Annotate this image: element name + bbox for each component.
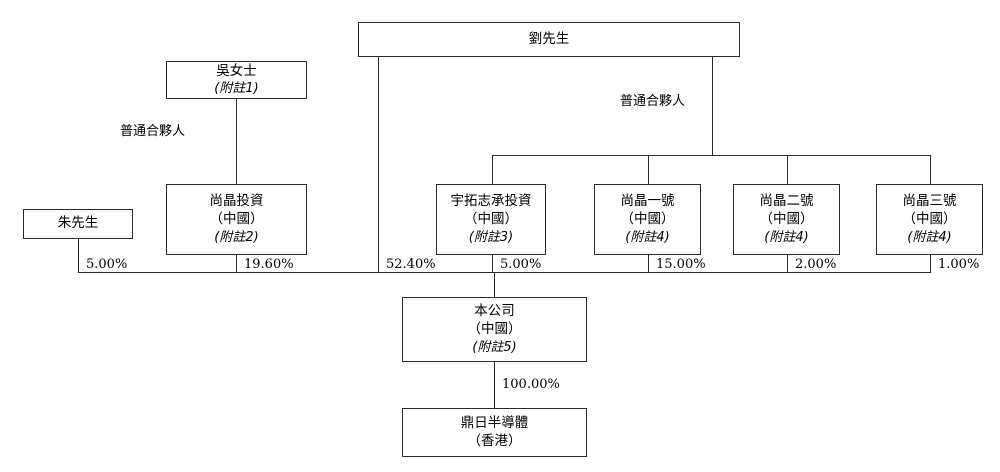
pct-liu: 52.40% [386,257,436,272]
node-shangjing-3-name: 尚晶三號 [902,193,957,210]
pct-shangjing-investment: 19.60% [244,257,294,272]
edge-wu-to-shangjing-investment [236,99,237,184]
label-general-partner-left: 普通合夥人 [120,124,186,139]
node-shangjing-1-name: 尚晶一號 [620,193,675,210]
node-zhu: 朱先生 [23,209,133,239]
node-liu-name: 劉先生 [528,30,570,47]
pct-zhu: 5.00% [86,257,128,272]
node-shangjing-investment-name: 尚晶投資 [209,193,264,210]
node-shangjing-1: 尚晶一號 （中國） (附註4) [594,184,701,255]
node-dingri-region: （香港） [467,432,522,449]
node-wu-name: 吳女士 [216,62,257,79]
edge-bus-to-yutuo [492,155,493,184]
node-shangjing-1-region: （中國） [620,210,675,227]
node-shangjing-3-note: (附註4) [907,229,952,245]
node-yutuo: 宇拓志承投資 （中國） (附註3) [436,184,546,255]
pct-shangjing-3: 1.00% [938,257,980,272]
node-shangjing-2: 尚晶二號 （中國） (附註4) [733,184,840,255]
node-zhu-name: 朱先生 [57,215,99,232]
node-shangjing-2-note: (附註4) [764,229,809,245]
edge-company-to-dingri [494,362,495,408]
node-shangjing-investment-region: （中國） [209,210,264,227]
node-shangjing-investment-note: (附註2) [214,229,259,245]
pct-yutuo: 5.00% [500,257,542,272]
edge-bus-to-shangjing-2 [787,155,788,184]
edge-partnership-bus [492,155,930,156]
node-liu: 劉先生 [358,22,740,57]
node-company: 本公司 （中國） (附註5) [402,297,587,362]
node-yutuo-name: 宇拓志承投資 [450,193,532,210]
pct-shangjing-2: 2.00% [795,257,837,272]
node-dingri-name: 鼎日半導體 [460,414,529,431]
pct-shangjing-1: 15.00% [656,257,706,272]
edge-shangjing-investment-drop [236,255,237,272]
edge-ownership-bus [78,272,931,273]
edge-zhu-drop [78,239,79,272]
node-shangjing-3: 尚晶三號 （中國） (附註4) [876,184,983,255]
edge-bus-to-shangjing-3 [930,155,931,184]
node-company-name: 本公司 [474,303,515,320]
edge-shangjing-3-drop [930,255,931,272]
node-shangjing-investment: 尚晶投資 （中國） (附註2) [166,184,307,255]
label-general-partner-right: 普通合夥人 [620,94,686,109]
node-yutuo-note: (附註3) [468,229,514,245]
edge-shangjing-1-drop [648,255,649,272]
node-company-region: （中國） [467,320,522,337]
node-wu-note: (附註1) [214,81,259,97]
node-yutuo-region: （中國） [464,210,518,227]
edge-liu-right-leg [712,57,713,155]
node-shangjing-3-region: （中國） [902,210,957,227]
edge-bus-to-company [494,272,495,297]
edge-bus-to-shangjing-1 [648,155,649,184]
edge-shangjing-2-drop [787,255,788,272]
edge-liu-left-leg [378,57,379,272]
pct-company-to-dingri: 100.00% [502,377,560,392]
node-company-note: (附註5) [472,339,517,355]
node-wu: 吳女士 (附註1) [166,61,307,99]
node-shangjing-2-region: （中國） [759,210,814,227]
edge-yutuo-drop [492,255,493,272]
node-shangjing-2-name: 尚晶二號 [759,193,814,210]
node-shangjing-1-note: (附註4) [625,229,670,245]
node-dingri: 鼎日半導體 （香港） [402,408,587,457]
